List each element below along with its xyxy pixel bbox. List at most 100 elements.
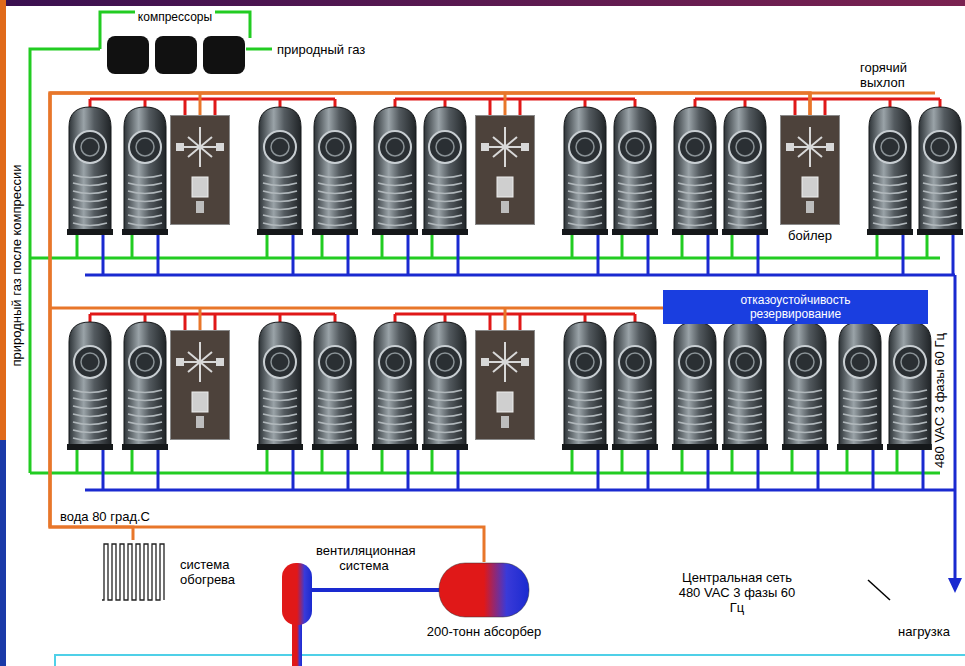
microturbine bbox=[422, 322, 468, 450]
microturbine bbox=[562, 107, 608, 235]
node-label: бойлер bbox=[775, 228, 845, 243]
gas-pipe bbox=[876, 233, 879, 258]
gas-pipe bbox=[131, 448, 134, 473]
heat-exchanger-body bbox=[282, 563, 312, 625]
gas-pipe bbox=[621, 448, 624, 473]
boiler bbox=[171, 331, 230, 440]
gas-pipe bbox=[926, 233, 929, 258]
microturbine bbox=[67, 322, 113, 450]
boiler bbox=[476, 331, 535, 440]
boiler bbox=[780, 115, 840, 225]
power-cable bbox=[292, 448, 295, 490]
gas-pipe bbox=[846, 448, 849, 473]
cyan-frame bbox=[55, 655, 965, 666]
power-cable bbox=[102, 448, 105, 490]
microturbine bbox=[422, 107, 468, 235]
water-pipe bbox=[199, 308, 202, 330]
node-label: 200-тонн абсорбер bbox=[420, 624, 548, 639]
absorber-unit: 200-тонн абсорбер bbox=[420, 562, 548, 639]
microturbine bbox=[887, 322, 933, 450]
water-pipe bbox=[504, 308, 507, 330]
water-pipe bbox=[50, 93, 935, 527]
microturbine bbox=[672, 107, 718, 235]
gas-label: природный газ bbox=[275, 42, 367, 57]
boiler-symbol bbox=[781, 116, 840, 225]
side-strip bbox=[0, 0, 6, 440]
water-pipe bbox=[199, 93, 202, 115]
gas-pipe bbox=[30, 472, 940, 475]
gas-pipe bbox=[321, 233, 324, 258]
compressor bbox=[203, 36, 245, 74]
heating-coil-symbol bbox=[100, 540, 166, 604]
power-cable bbox=[457, 448, 460, 490]
pipe-connector bbox=[412, 588, 420, 592]
gas-compressed-label: природный газ после компрессии bbox=[9, 162, 24, 368]
gas-pipe bbox=[131, 233, 134, 258]
microturbine bbox=[257, 107, 303, 235]
microturbine bbox=[122, 107, 168, 235]
power-cable bbox=[817, 448, 820, 490]
exhaust-pipe bbox=[395, 98, 635, 101]
microturbine bbox=[257, 322, 303, 450]
power-cable bbox=[407, 233, 410, 275]
microturbine bbox=[722, 107, 768, 235]
power-cable bbox=[597, 448, 600, 490]
redundancy-band: отказоустойчивость резервирование bbox=[663, 290, 928, 324]
gas-pipe bbox=[266, 233, 269, 258]
gas-pipe bbox=[731, 448, 734, 473]
exhaust-pipe bbox=[395, 313, 635, 316]
gas-pipe bbox=[571, 448, 574, 473]
gas-pipe bbox=[896, 448, 899, 473]
gas-pipe bbox=[321, 448, 324, 473]
exhaust-pipe bbox=[695, 98, 940, 101]
gas-pipe bbox=[621, 233, 624, 258]
turbine-rows bbox=[30, 93, 963, 490]
microturbine bbox=[122, 322, 168, 450]
microturbine bbox=[312, 322, 358, 450]
compressor bbox=[155, 36, 197, 74]
top-bar bbox=[0, 0, 965, 6]
power-cable bbox=[347, 448, 350, 490]
power-cable bbox=[157, 448, 160, 490]
microturbine bbox=[312, 107, 358, 235]
microturbine bbox=[837, 322, 883, 450]
power-cable bbox=[872, 448, 875, 490]
load-label: нагрузка bbox=[896, 624, 952, 639]
power-cable bbox=[707, 233, 710, 275]
side-strip bbox=[0, 440, 6, 666]
power-cable bbox=[757, 448, 760, 490]
exhaust-pipe bbox=[90, 313, 335, 316]
microturbine bbox=[917, 107, 963, 235]
gas-pipe bbox=[731, 233, 734, 258]
microturbine bbox=[612, 322, 658, 450]
ventilation-unit: вентиляционная система bbox=[280, 543, 412, 666]
microturbine bbox=[612, 107, 658, 235]
gas-pipe bbox=[791, 448, 794, 473]
power-cable bbox=[902, 233, 905, 275]
gas-pipe bbox=[381, 448, 384, 473]
power-cable bbox=[597, 233, 600, 275]
gas-pipe bbox=[381, 233, 384, 258]
power-cable bbox=[757, 233, 760, 275]
air-duct bbox=[312, 588, 412, 592]
gas-inlet bbox=[246, 48, 272, 51]
node-label: отказоустойчивость резервирование bbox=[721, 293, 871, 321]
microturbine bbox=[562, 322, 608, 450]
boiler-unit: бойлер bbox=[775, 115, 845, 243]
exhaust-label: горячий выхлоп bbox=[858, 60, 936, 90]
voltage-label: 480 VAC 3 фазы 60 Гц bbox=[931, 331, 946, 470]
pipe-connector bbox=[50, 93, 810, 562]
power-bus bbox=[85, 274, 955, 277]
compressor bbox=[107, 36, 149, 74]
microturbine bbox=[722, 322, 768, 450]
power-cable bbox=[157, 233, 160, 275]
grid-label: Центральная сеть 480 VAC 3 фазы 60 Гц bbox=[672, 570, 802, 615]
gas-pipe bbox=[431, 448, 434, 473]
power-cable bbox=[952, 233, 955, 275]
gas-pipe bbox=[571, 233, 574, 258]
coil-winding bbox=[102, 544, 164, 600]
power-cable bbox=[347, 233, 350, 275]
compressor-group: компрессоры bbox=[98, 8, 252, 80]
microturbine bbox=[372, 107, 418, 235]
